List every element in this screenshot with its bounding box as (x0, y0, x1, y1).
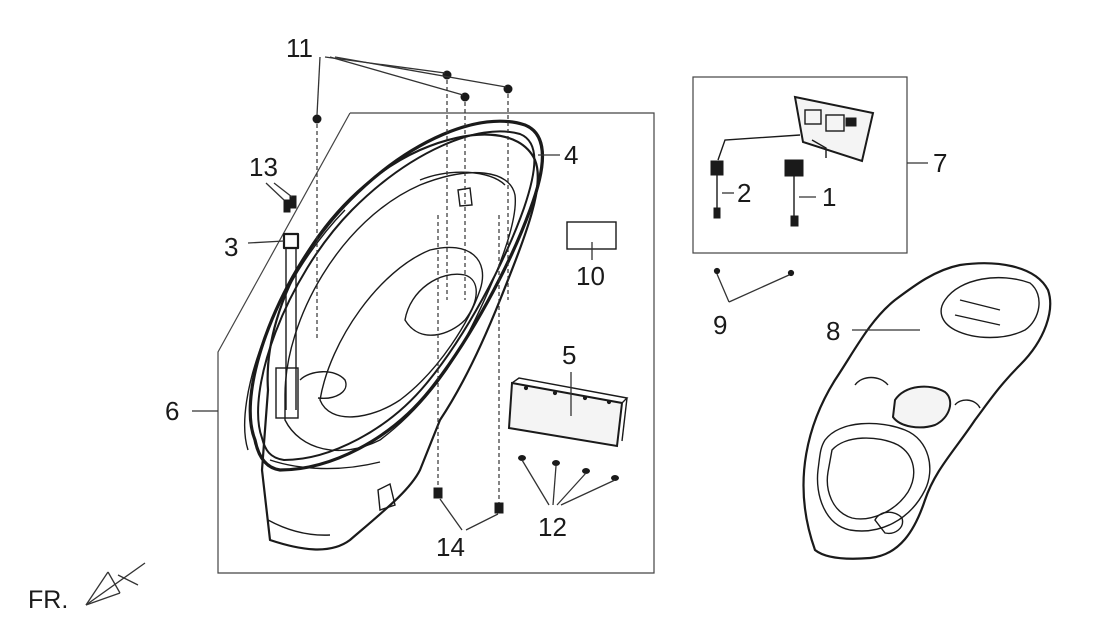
callout-13: 13 (249, 152, 278, 182)
clips-12 (518, 455, 619, 481)
callout-10: 10 (576, 261, 605, 291)
callout-6: 6 (165, 396, 179, 426)
callout-9: 9 (713, 310, 727, 340)
callout-14: 14 (436, 532, 465, 562)
nuts-14 (433, 215, 504, 514)
leader-lines (192, 56, 928, 531)
front-label: FR. (28, 586, 68, 614)
hook-bracket (282, 232, 300, 410)
callout-1: 1 (822, 182, 836, 212)
callout-labels: 11 13 3 4 10 5 6 12 14 2 1 7 9 8 FR. (28, 33, 947, 614)
bolts-11 (312, 70, 513, 340)
socket-assembly (717, 95, 875, 163)
callout-4: 4 (564, 140, 578, 170)
rivet-9a (713, 267, 721, 275)
connector-1 (784, 159, 804, 227)
callout-11: 11 (286, 33, 313, 63)
rivet-9b (787, 269, 795, 277)
callout-7: 7 (933, 148, 947, 178)
main-assembly-frame (217, 112, 655, 574)
callout-12: 12 (538, 512, 567, 542)
cover-plate (507, 377, 629, 448)
subassembly-frame-7 (692, 76, 908, 254)
connector-2 (710, 160, 724, 219)
callout-5: 5 (562, 340, 576, 370)
front-direction-arrow (85, 562, 146, 606)
luggage-box (260, 133, 539, 551)
callout-2: 2 (737, 178, 751, 208)
screws-13 (283, 195, 297, 213)
callout-3: 3 (224, 232, 238, 262)
floor-tray (802, 262, 1052, 560)
seal-ring (244, 119, 544, 472)
callout-8: 8 (826, 316, 840, 346)
